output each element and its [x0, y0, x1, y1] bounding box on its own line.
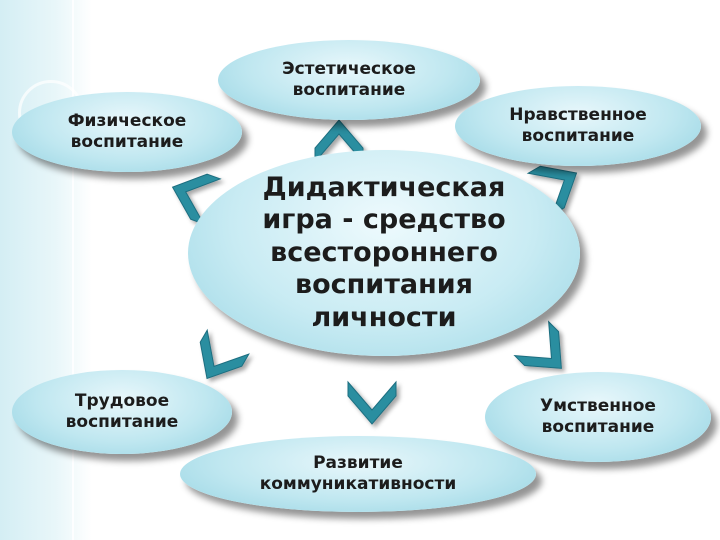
node-aesthetic: Эстетическое воспитание — [218, 40, 480, 120]
arrow-down-right-icon — [513, 320, 562, 369]
center-node: Дидактическая игра - средство всесторонн… — [188, 150, 580, 356]
node-physical: Физическое воспитание — [12, 92, 242, 172]
sidebar-line — [72, 0, 74, 540]
arrow-down-icon — [347, 380, 397, 425]
arrow-up-right-icon — [526, 165, 578, 216]
node-mental: Умственное воспитание — [485, 372, 711, 462]
node-communication: Развитие коммуникативности — [180, 436, 536, 512]
node-labor: Трудовое воспитание — [12, 370, 232, 454]
node-physical-label: Физическое воспитание — [67, 110, 187, 152]
arrow-up-left-icon — [171, 173, 222, 225]
node-communication-label: Развитие коммуникативности — [259, 452, 457, 494]
node-moral: Нравственное воспитание — [455, 86, 701, 166]
arrow-up-icon — [314, 119, 364, 164]
node-labor-label: Трудовое воспитание — [65, 390, 179, 432]
center-node-label: Дидактическая игра - средство всесторонн… — [262, 172, 506, 333]
node-moral-label: Нравственное воспитание — [509, 104, 647, 146]
node-aesthetic-label: Эстетическое воспитание — [282, 58, 416, 100]
arrow-down-left-icon — [199, 328, 250, 380]
node-mental-label: Умственное воспитание — [540, 395, 656, 437]
